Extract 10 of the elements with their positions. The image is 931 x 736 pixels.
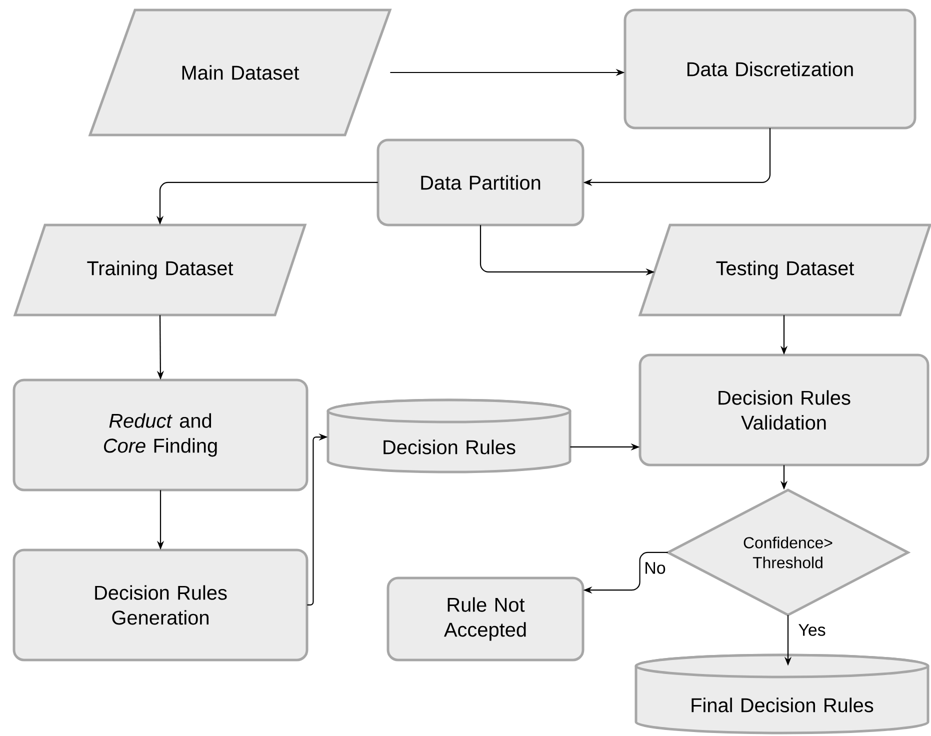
process-box: Data Discretization bbox=[624, 8, 916, 130]
edge-label: Yes bbox=[797, 623, 827, 637]
process-box: Decision Rules Validation bbox=[638, 354, 930, 466]
edge-label: No bbox=[643, 561, 667, 575]
process-box: Decision Rules Generation bbox=[12, 548, 308, 662]
process-box: Rule Not Accepted bbox=[386, 576, 584, 662]
database-cylinder: Decision Rules bbox=[326, 398, 572, 474]
process-box: Reduct and Core Finding bbox=[12, 378, 308, 492]
database-cylinder: Final Decision Rules bbox=[634, 654, 930, 734]
process-box: Data Partition bbox=[376, 138, 584, 226]
